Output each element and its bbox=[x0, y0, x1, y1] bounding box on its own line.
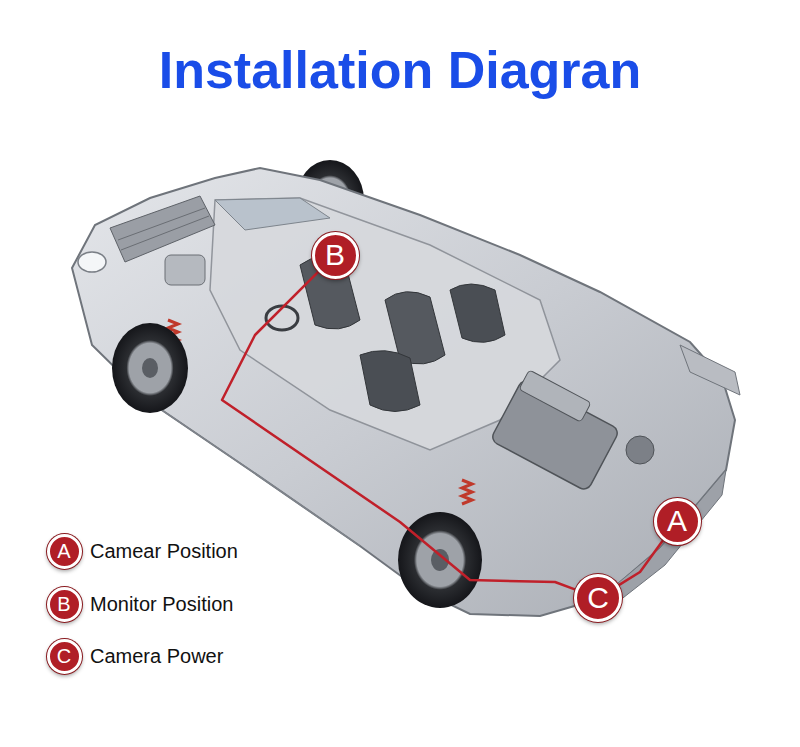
hub bbox=[142, 358, 158, 378]
seat bbox=[450, 284, 505, 342]
marker-letter: C bbox=[587, 583, 609, 613]
spring bbox=[462, 480, 472, 504]
car-body bbox=[72, 168, 735, 616]
title: Installation Diagran bbox=[0, 40, 800, 100]
marker-letter: A bbox=[57, 541, 70, 561]
marker-letter: B bbox=[325, 240, 345, 270]
front-part bbox=[165, 255, 205, 285]
marker-circle: B bbox=[312, 232, 359, 279]
seat bbox=[360, 351, 420, 412]
grille-line bbox=[118, 208, 205, 240]
grille-line bbox=[121, 216, 209, 250]
engine-part bbox=[519, 370, 591, 422]
wheel bbox=[112, 323, 188, 413]
wire bbox=[222, 272, 576, 590]
marker-letter: C bbox=[57, 646, 71, 666]
spoiler bbox=[680, 345, 740, 395]
windshield bbox=[215, 198, 330, 230]
wire bbox=[618, 540, 663, 585]
wheel bbox=[398, 512, 482, 608]
engine-part bbox=[626, 436, 654, 464]
marker-letter: A bbox=[667, 506, 687, 536]
marker-circle: A bbox=[654, 498, 701, 545]
marker-letter: B bbox=[57, 594, 70, 614]
marker-circle: A bbox=[47, 534, 82, 569]
marker-circle: C bbox=[47, 639, 82, 674]
radiator bbox=[110, 196, 215, 262]
legend-text: Monitor Position bbox=[90, 592, 233, 616]
legend-text: Camear Position bbox=[90, 539, 238, 563]
marker-circle: C bbox=[574, 574, 622, 622]
headlight bbox=[78, 252, 106, 272]
marker-circle: B bbox=[47, 587, 82, 622]
legend-text: Camera Power bbox=[90, 644, 223, 668]
